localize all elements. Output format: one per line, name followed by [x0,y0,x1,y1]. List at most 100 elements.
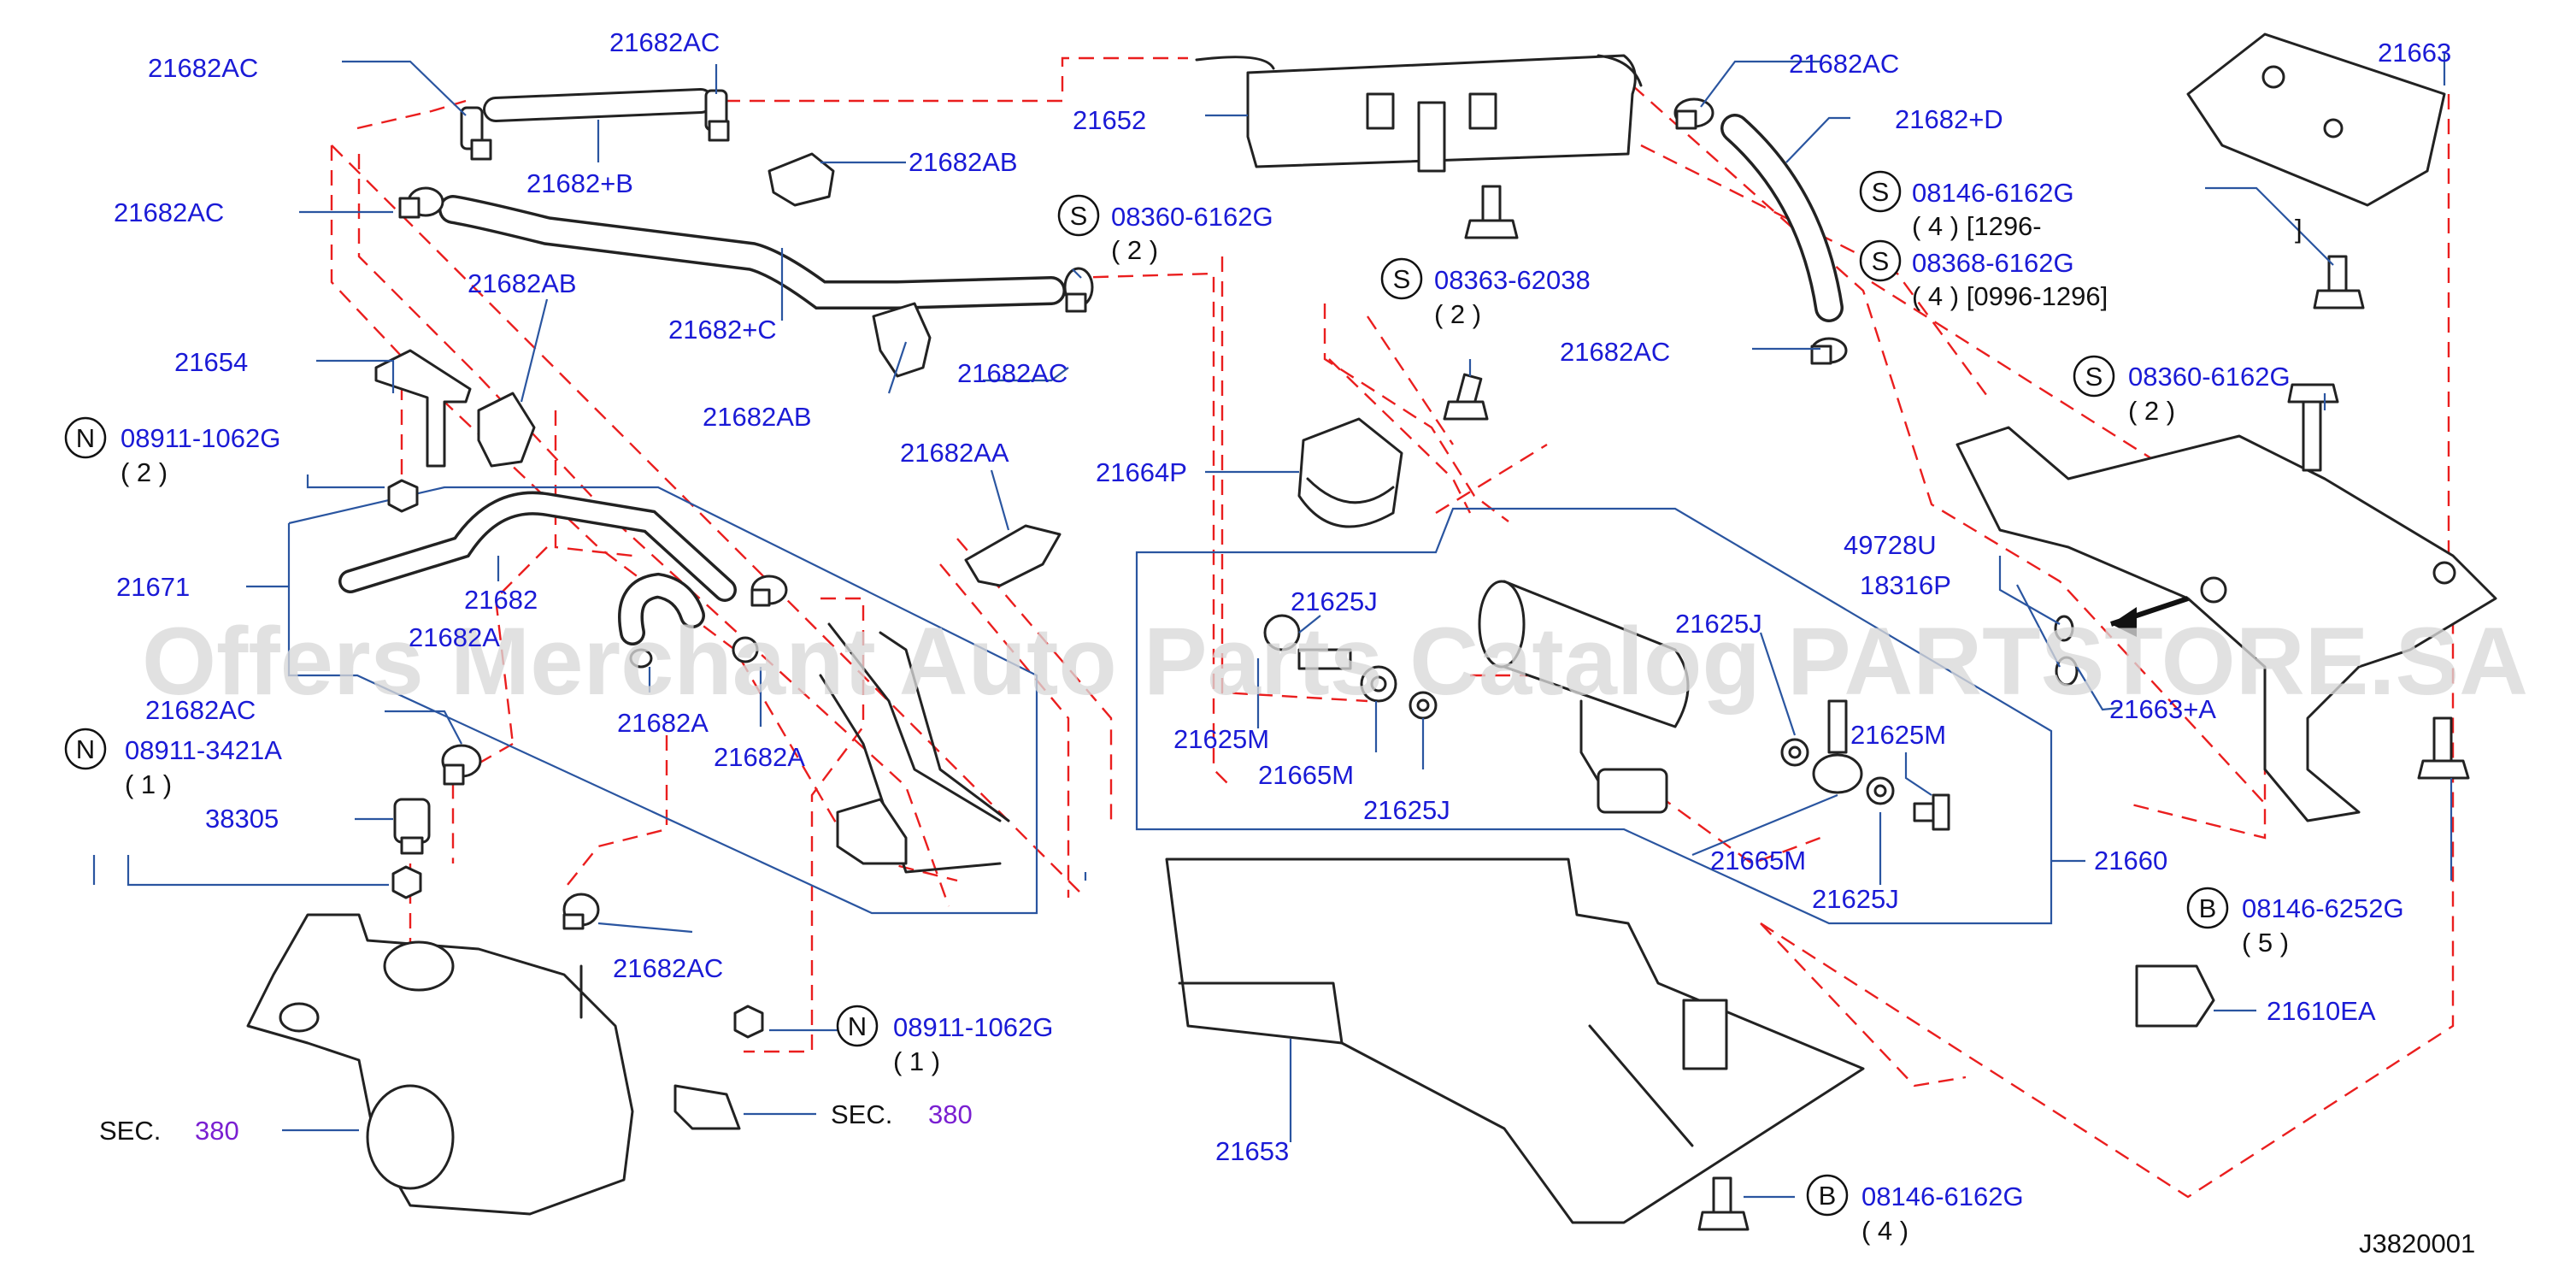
nut-icon [733,1005,764,1039]
symbol-b-08146-bottom: B [1806,1174,1849,1217]
part-label: 08911-1062G [893,1012,1053,1042]
part-label: 21663 [2378,38,2451,68]
part-label: 21663+A [2109,694,2216,724]
clamp-icon [732,636,759,663]
clamp-icon [460,106,492,161]
svg-text:B: B [2199,893,2217,923]
quantity-label: ( 4 ) [1861,1216,1908,1246]
bolt-icon [1913,793,1950,831]
quantity-label: ( 2 ) [121,457,168,487]
clamp-icon [441,744,482,786]
nut-icon [391,865,422,899]
part-label: 08911-3421A [125,735,282,765]
part-label: 21682A [617,708,709,738]
quantity-label: ( 4 ) [1296- [1912,211,2042,241]
part-label: 21682+C [668,315,777,345]
quantity-label: ( 4 ) [0996-1296] [1912,281,2108,311]
part-label: 21653 [1215,1136,1289,1166]
washer-icon [1866,776,1895,805]
bolt-icon [1443,373,1489,421]
connector-icon [673,1084,741,1130]
part-label: 21682AB [909,147,1018,177]
part-label: 21682AB [468,268,577,298]
clip-icon [872,302,932,378]
band-clamp-icon [1297,417,1403,528]
part-label: 21610EA [2267,996,2376,1026]
quantity-label: ( 5 ) [2242,928,2289,958]
part-label: 21625J [1363,795,1450,825]
svg-text:S: S [1393,264,1411,294]
clamp-icon [562,893,600,930]
washer-icon [1360,665,1397,703]
symbol-n-08911-bottom: N [836,1005,879,1047]
part-label: 21682AC [613,953,723,983]
diagram-code: J3820001 [2359,1229,2475,1258]
clip-icon [964,524,1062,587]
part-label: 21625M [1173,724,1269,754]
washer-icon [1780,738,1809,767]
quantity-label: ( 1 ) [125,769,172,799]
bracket-icon [2186,32,2446,207]
clamp-icon [1810,337,1848,365]
canister-icon [1195,54,1643,173]
clamp-icon [398,186,444,219]
svg-text:B: B [1819,1181,1837,1211]
symbol-n-08911-top: N [64,416,107,459]
section-number: 380 [195,1116,239,1146]
section-number: 380 [928,1099,973,1129]
clamp-icon [1673,97,1714,130]
filter-icon [1478,580,1690,814]
quantity-label: ( 2 ) [2128,396,2175,426]
part-label: 21652 [1073,105,1146,135]
clip-icon [477,392,536,468]
symbol-b-08146-6252: B [2186,887,2229,929]
part-label: 21665M [1710,846,1806,875]
symbol-s-08360-top: S [1057,194,1100,237]
clip-icon [768,152,835,207]
differential-housing-icon [246,913,634,1216]
symbol-circles: S S S S S N N N B B [64,170,2229,1217]
symbol-s-08368: S [1859,239,1902,282]
part-label: 21664P [1096,457,1187,487]
part-label: 21625J [1291,586,1378,616]
svg-text:N: N [848,1011,867,1041]
part-label: 21682AC [609,27,720,57]
leader-lines [92,53,2453,1199]
part-label: 08368-6162G [1912,248,2074,278]
part-label: 08911-1062G [121,423,280,453]
sensor-icon [2054,615,2079,687]
clamp-icon [1063,267,1094,313]
bolt-icon [2417,716,2470,780]
part-label: 21654 [174,347,248,377]
part-label: 21682AC [957,358,1067,388]
part-label: 21682+B [526,168,633,198]
svg-text:N: N [76,734,95,764]
part-label: 21682AC [1789,49,1899,79]
part-label: 21682AC [145,695,256,725]
part-label: 21682A [714,742,805,772]
part-label: 08146-6162G [1861,1182,2024,1211]
heat-shield-icon [1165,858,1865,1224]
svg-text:S: S [1070,201,1088,231]
symbol-n-08911-3421: N [64,728,107,770]
part-label: 08360-6162G [1111,202,1273,232]
part-label: 21665M [1258,760,1354,790]
clamp-icon [629,648,653,669]
connector-icon [2135,964,2215,1028]
part-label: 08146-6162G [1912,178,2074,208]
part-label: 38305 [205,804,279,834]
part-label: 08360-6162G [2128,362,2291,392]
part-label: 21625J [1812,884,1899,914]
quantity-label: ( 2 ) [1434,299,1481,329]
bolt-icon [1697,1176,1750,1231]
part-label: 21682AC [148,53,258,83]
svg-text:S: S [2085,362,2103,392]
svg-text:S: S [1872,246,1890,276]
bolt-icon [2313,255,2365,309]
part-label: 21625J [1675,609,1762,639]
part-label: 21682AC [1560,337,1670,367]
part-label: 21671 [116,572,190,602]
part-labels: 21682AC 21682AC 21652 21682AC 21682+D 21… [99,27,2451,1246]
